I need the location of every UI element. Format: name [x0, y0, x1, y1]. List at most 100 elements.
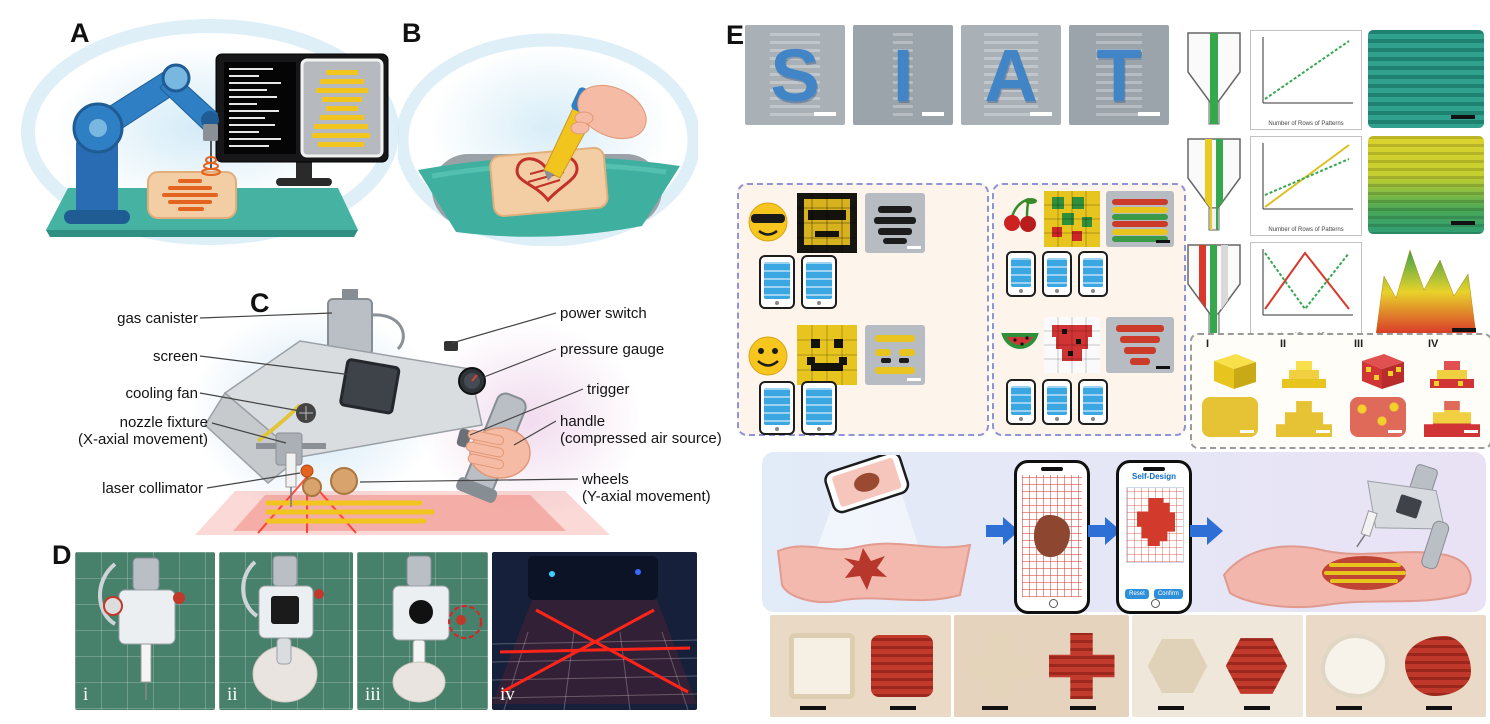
- structures-box: I II III IV: [1190, 333, 1490, 449]
- filled-print-blob: [1405, 636, 1471, 696]
- scale-bar: [1316, 430, 1330, 433]
- series-green: [1264, 40, 1350, 100]
- home-dot: [1055, 417, 1059, 421]
- device-photo-rear: [392, 555, 482, 703]
- label-laser-collimator: laser collimator: [102, 480, 203, 497]
- home-dot: [817, 301, 821, 305]
- design-grid: [1126, 487, 1184, 563]
- preview-shape: [312, 70, 370, 147]
- confirm-button[interactable]: Confirm: [1153, 589, 1183, 599]
- wound-print-photo-cross: [954, 615, 1129, 717]
- wound-on-grid: [1034, 515, 1070, 557]
- panel-label-a: A: [70, 18, 90, 48]
- printed-letter-i: I: [892, 32, 914, 118]
- phone-mini: [801, 381, 837, 435]
- phone-mini: [1042, 251, 1072, 297]
- scale-bar: [1158, 706, 1184, 710]
- home-button: [1150, 599, 1160, 608]
- printed-letter-a: A: [984, 32, 1038, 118]
- filled-print-square: [870, 635, 933, 697]
- laser-collimator: [300, 464, 314, 478]
- wheels: [302, 467, 358, 497]
- phone-mini-screen: [764, 388, 790, 425]
- home-dot: [775, 301, 779, 305]
- label-pressure-gauge: pressure gauge: [560, 341, 665, 358]
- phone-mini: [1006, 251, 1036, 297]
- structure-label-2: II: [1280, 338, 1287, 350]
- reset-button[interactable]: Reset: [1125, 589, 1149, 599]
- unfilled-print-square: [788, 633, 855, 699]
- code-lines: [229, 68, 281, 147]
- panel-label-b: B: [402, 18, 422, 48]
- label-gas-canister: gas canister: [117, 310, 198, 327]
- phone-mini: [1078, 251, 1108, 297]
- scale-bar: [982, 706, 1008, 710]
- home-dot: [1055, 289, 1059, 293]
- unfilled-print-hexagon: [1147, 639, 1208, 693]
- scale-bar: [1464, 430, 1478, 433]
- label-cooling-fan: cooling fan: [125, 385, 198, 402]
- phone-self-design-app: Self-Design Reset Confirm: [1116, 460, 1192, 614]
- printing-device: [1356, 464, 1450, 570]
- phone-mini-screen: [1011, 386, 1031, 415]
- home-dot: [1019, 417, 1023, 421]
- filled-print-hexagon: [1225, 638, 1288, 694]
- printed-pixel-smiley: [865, 325, 925, 385]
- phone-mini-screen: [1083, 386, 1103, 415]
- printed-pixel-cherries: [1106, 191, 1174, 247]
- home-button: [1048, 599, 1058, 608]
- photo-label-iii: iii: [365, 684, 381, 705]
- laser-beams: [499, 608, 691, 694]
- label-screen: screen: [152, 348, 198, 365]
- gripping-hand: [465, 427, 531, 479]
- scale-bar: [1426, 706, 1452, 710]
- phone-mini: [801, 255, 837, 309]
- phone-mini-screen: [806, 262, 832, 299]
- designed-wound-pixels: [1137, 498, 1175, 546]
- graph-plot-3: [1262, 249, 1353, 316]
- printed-letter-tile-i: I: [853, 25, 953, 125]
- printed-letter-tile-t: T: [1069, 25, 1169, 125]
- phone-mini: [1042, 379, 1072, 425]
- device-photo-front: [98, 557, 185, 700]
- pixel-gridlines: [797, 325, 857, 385]
- smiley-emoji-icon: [748, 336, 788, 376]
- printed-sample-2: [1368, 136, 1484, 234]
- cherries-emoji-icon: [1004, 197, 1037, 232]
- in-situ-printing-scene: [1222, 464, 1472, 609]
- scale-bar: [1138, 112, 1160, 116]
- phone-mini: [759, 381, 795, 435]
- arrow-right-icon: [1088, 517, 1121, 545]
- extrusion-graph-2: Number of Rows of Patterns: [1250, 136, 1362, 236]
- photo-device-front: i: [75, 552, 215, 710]
- unfilled-print-blob: [1321, 634, 1389, 698]
- label-handle: handle(compressed air source): [560, 413, 722, 447]
- arrow-right-icon: [986, 517, 1019, 545]
- scale-bar: [1030, 112, 1052, 116]
- device-screen: [339, 358, 401, 415]
- nozzle-diagram-3: [1187, 244, 1241, 337]
- phone-mini: [1078, 379, 1108, 425]
- skin-patch: [147, 171, 237, 219]
- leader-lines: [199, 312, 584, 489]
- pixel-grid-cherries: [1044, 191, 1100, 247]
- panel-c-device: [195, 289, 610, 535]
- syringe: [285, 452, 297, 488]
- home-dot: [1091, 289, 1095, 293]
- sunglasses-emoji-icon: [748, 202, 788, 242]
- series-green: [1264, 252, 1350, 311]
- skin-patch: [489, 146, 609, 217]
- hand: [570, 84, 647, 140]
- model-cube-yellow: [1214, 354, 1256, 389]
- laser-closeup: [492, 556, 697, 710]
- printed-pixel-watermelon: [1106, 317, 1174, 373]
- panel-b-illustration: [398, 33, 698, 246]
- swirl-ring: [398, 33, 698, 246]
- printed-sample-1: [1368, 30, 1484, 128]
- pixel-grid-watermelon: [1044, 317, 1100, 373]
- home-dot: [817, 427, 821, 431]
- phone-notch: [1041, 467, 1063, 471]
- ink-channel-yellow: [1205, 139, 1212, 230]
- scale-bar: [1388, 430, 1402, 433]
- nozzle-diagram-1: [1187, 32, 1241, 125]
